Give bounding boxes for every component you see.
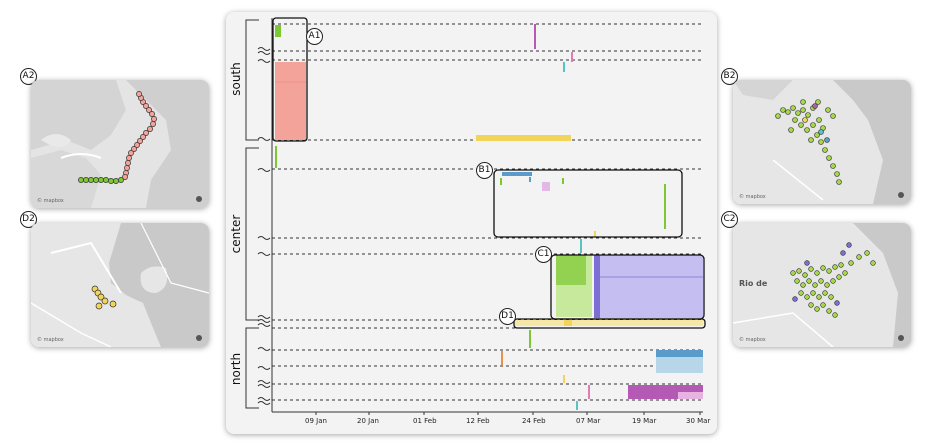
event-block-blue-north [656,350,703,357]
event-tick-green-north [529,330,531,348]
place-label: Rio de [739,279,768,288]
x-tick-label: 20 Jan [357,417,379,425]
event-tick-teal-south [563,62,565,72]
x-tick-label: 09 Jan [305,417,327,425]
mapbox-attribution[interactable]: © mapbox [739,337,766,343]
event-block-green-c1-dense [556,255,586,285]
highlight-box-a1[interactable] [272,17,308,142]
lane-separators [272,23,702,401]
event-tick-green-b1 [500,178,502,185]
mapbox-attribution[interactable]: © mapbox [37,198,64,204]
callout-d1[interactable]: D1 [499,308,516,325]
highlight-box-d1[interactable] [513,318,706,329]
region-label-center: center [229,214,243,254]
event-tick-teal-center [580,239,582,253]
event-block-lightblue-north [656,357,703,373]
center-bracket [245,147,259,321]
callout-c1[interactable]: C1 [535,246,552,263]
event-bar-green-b1-right [664,184,666,229]
map-c2[interactable]: Rio de © mapbox [733,223,911,347]
x-tick-label: 30 Mar [686,417,711,425]
x-tick-label: 19 Mar [632,417,657,425]
info-icon[interactable] [898,335,904,341]
mapbox-attribution[interactable]: © mapbox [37,337,64,343]
event-bar-purple-c1 [594,255,600,318]
callout-b1[interactable]: B1 [476,162,493,179]
map-d2-canvas [31,223,209,347]
x-axis-ticks [315,412,701,415]
event-tick-magenta [534,24,536,49]
mapbox-attribution[interactable]: © mapbox [739,194,766,200]
event-bar-salmon-south [275,62,306,140]
event-tick-teal-north [576,401,578,410]
event-block-lavender-c1 [600,255,703,318]
map-b2-canvas [733,80,911,204]
info-icon[interactable] [898,192,904,198]
x-tick-label: 07 Mar [576,417,601,425]
event-bar-yellow-d1 [515,320,703,326]
map-a2[interactable]: © mapbox [31,80,209,208]
map-b2[interactable]: © mapbox [733,80,911,204]
x-tick-label: 01 Feb [413,417,437,425]
event-tick-pink-north [588,385,590,399]
south-bracket [245,19,259,141]
region-label-north: north [229,352,243,386]
event-bar-lavender-b1 [542,182,550,191]
map-c2-canvas [733,223,911,347]
x-tick-label: 24 Feb [522,417,546,425]
map-d2[interactable]: © mapbox [31,223,209,347]
event-tick-yellow-north [563,375,565,383]
event-bar-green-south [275,25,281,37]
event-tick-orange-north [501,351,503,365]
event-block-pink-north [678,392,703,399]
axis-break-icon [257,47,271,405]
map-a2-canvas [31,80,209,208]
event-bar-blue-b1 [502,172,532,176]
info-icon[interactable] [196,335,202,341]
event-tick-pink [571,52,573,62]
north-bracket [245,327,259,409]
region-label-south: south [229,62,243,96]
region-brackets [245,19,259,409]
x-tick-label: 12 Feb [466,417,490,425]
event-tick-blue-b1 [529,177,531,182]
event-bar-yellow-south [476,135,571,141]
callout-a1[interactable]: A1 [306,28,323,45]
event-tick-green-center [275,146,277,168]
timeline-chart [245,17,706,415]
timeline-panel: south center north 09 Jan 20 Jan 01 Feb … [226,12,717,434]
event-tick-green-b1b [562,178,564,184]
info-icon[interactable] [196,196,202,202]
event-tick-yellow-center [594,231,596,237]
highlight-box-b1[interactable] [493,169,683,238]
